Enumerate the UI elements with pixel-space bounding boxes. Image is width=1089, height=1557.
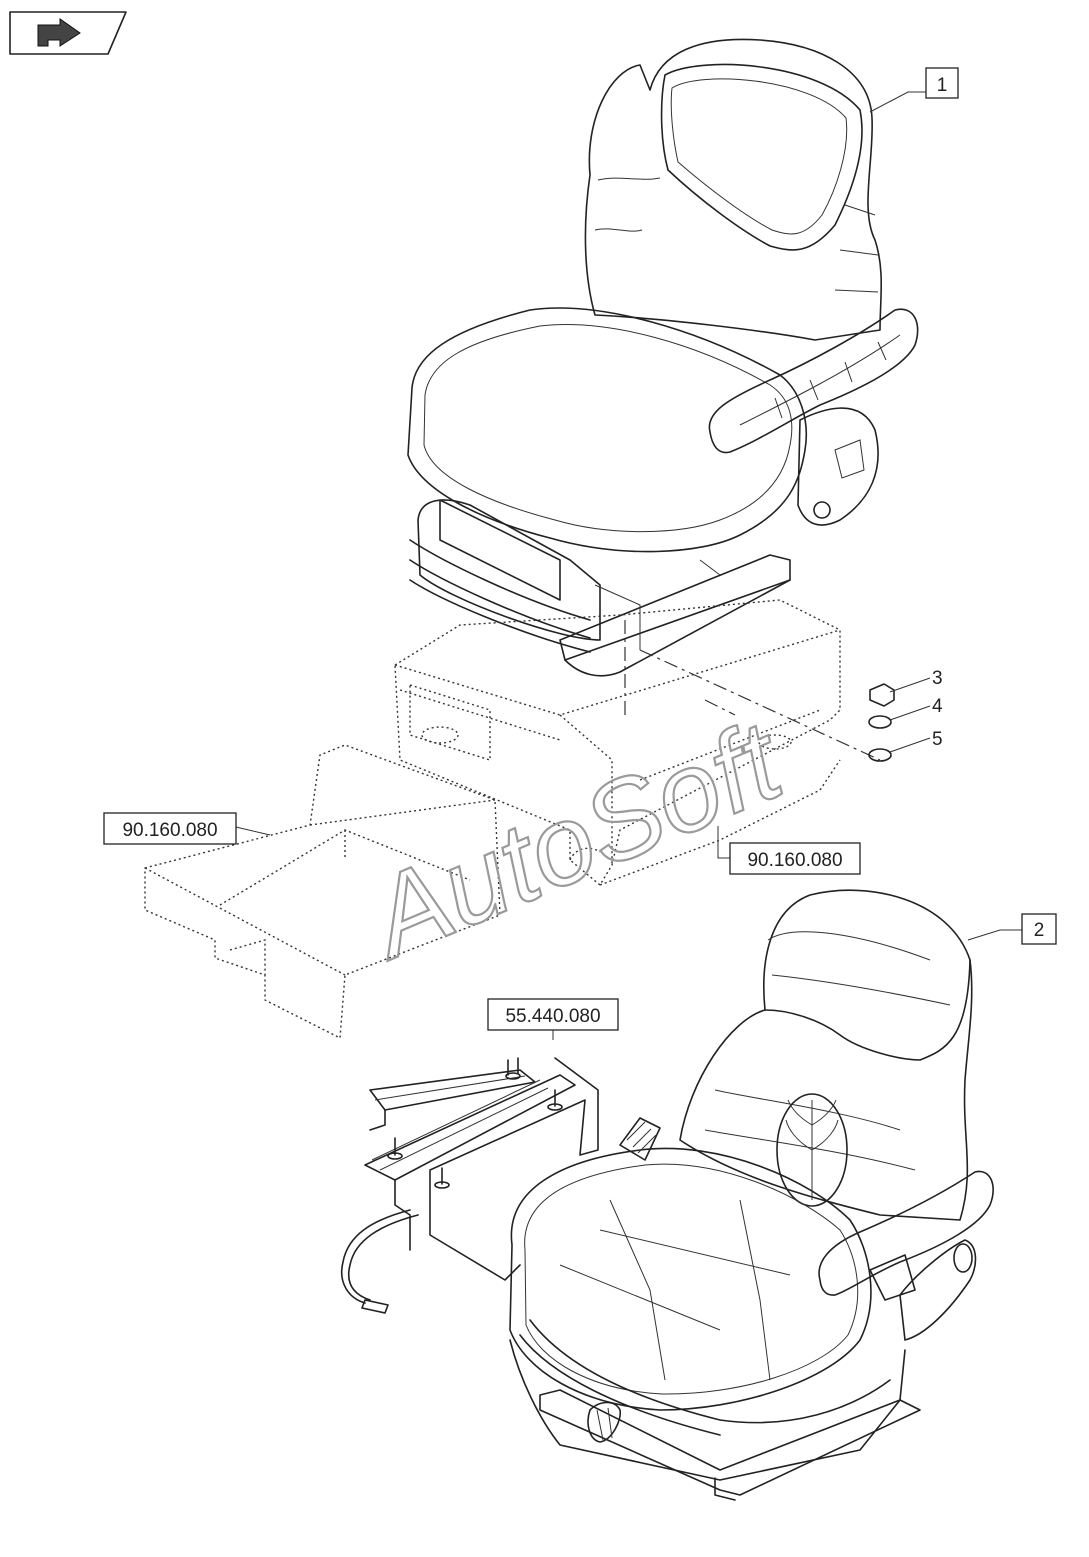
svg-text:2: 2 xyxy=(1034,920,1045,941)
watermark: AutoSoft xyxy=(348,696,801,983)
svg-text:55.440.080: 55.440.080 xyxy=(505,1006,600,1027)
mounting-lines xyxy=(624,620,881,761)
svg-text:1: 1 xyxy=(937,75,948,96)
leaf-emblem-icon xyxy=(776,1093,848,1207)
callout-2[interactable]: 2 xyxy=(1021,913,1057,945)
nav-return-button[interactable] xyxy=(9,11,127,55)
seat-1-drawing xyxy=(407,38,919,677)
tray-drawing xyxy=(144,744,501,1040)
adjustment-knob-icon xyxy=(587,1401,622,1443)
item-number-5[interactable]: 5 xyxy=(932,729,943,750)
leader-lines xyxy=(235,91,1022,1040)
rails-drawing xyxy=(341,1057,661,1314)
svg-text:90.160.080: 90.160.080 xyxy=(747,850,842,871)
hardware-stack xyxy=(868,677,931,762)
seat-2-drawing xyxy=(509,889,994,1501)
svg-text:90.160.080: 90.160.080 xyxy=(122,820,217,841)
callout-ref-right[interactable]: 90.160.080 xyxy=(729,842,861,875)
storage-box-drawing xyxy=(394,599,841,887)
callout-ref-rails[interactable]: 55.440.080 xyxy=(487,998,619,1031)
item-number-4[interactable]: 4 xyxy=(932,696,943,717)
return-arrow-icon xyxy=(37,18,81,47)
callout-ref-left[interactable]: 90.160.080 xyxy=(103,812,237,845)
callout-1[interactable]: 1 xyxy=(925,67,959,99)
item-number-3[interactable]: 3 xyxy=(932,668,943,689)
